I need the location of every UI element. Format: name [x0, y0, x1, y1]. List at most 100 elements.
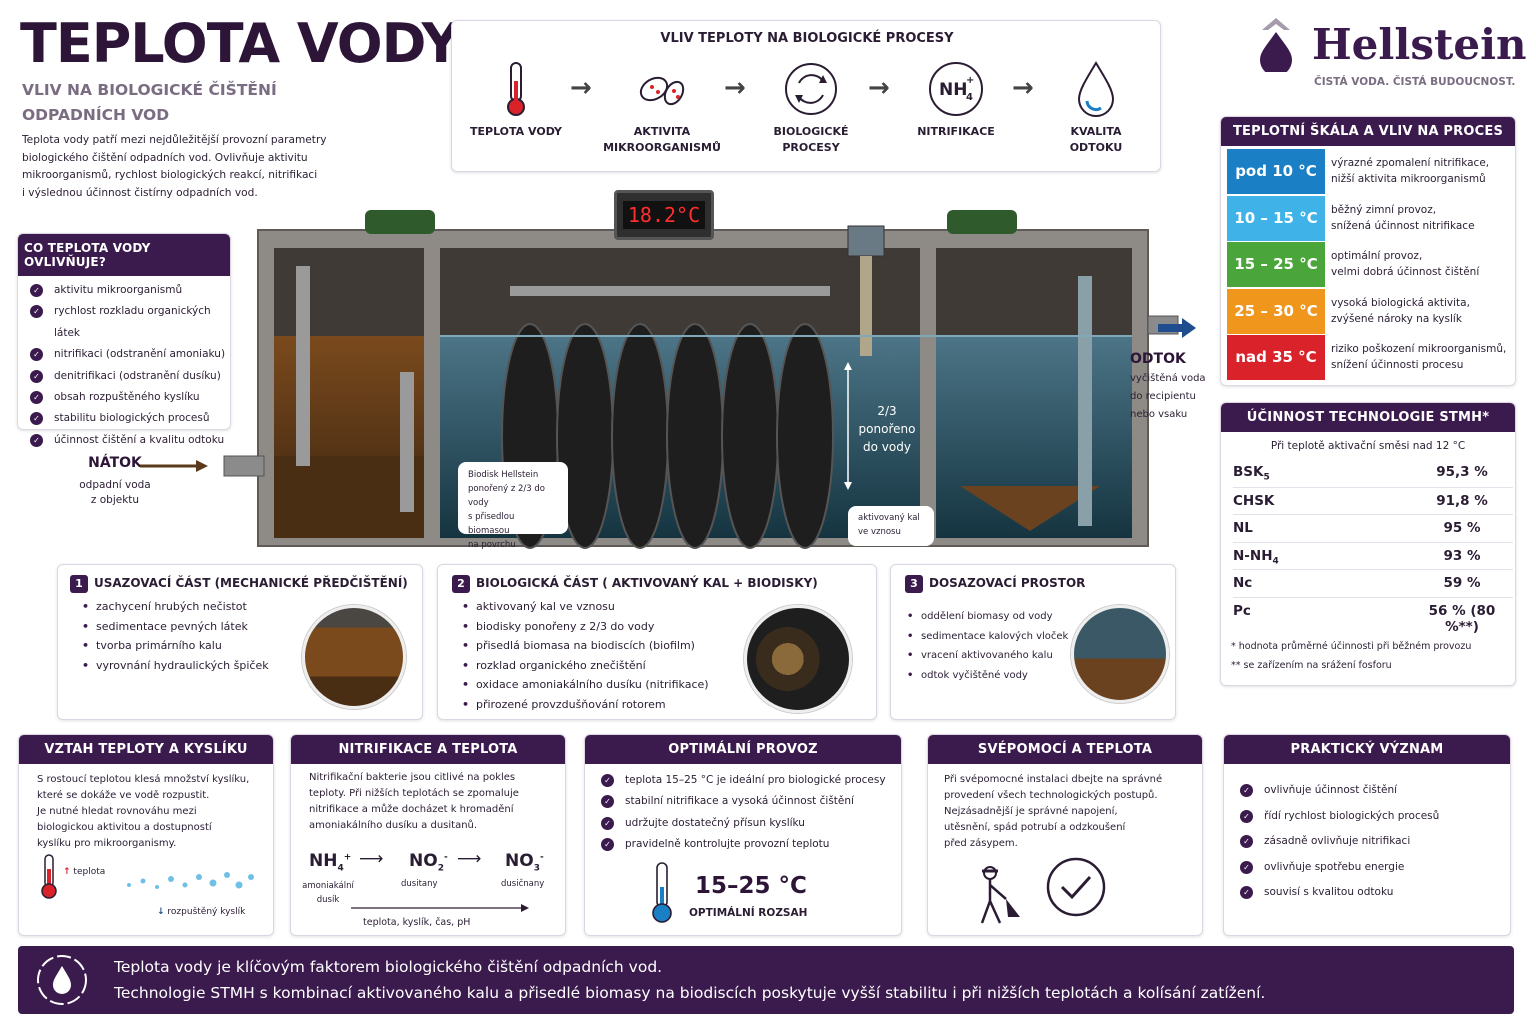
callout-sludge: aktivovaný kal ve vznosu	[848, 506, 934, 546]
inlet-label: NÁTOK odpadní voda z objektu	[60, 455, 170, 506]
settling-thumbnail	[1071, 605, 1169, 703]
svg-text:4: 4	[966, 92, 973, 103]
selfhelp-text: Při svépomocné instalaci dbejte na správ…	[944, 774, 1163, 849]
efficiency-subtitle: Při teplotě aktivační směsi nad 12 °C	[1270, 440, 1466, 452]
list-item: vyrovnání hydraulických špiček	[80, 656, 269, 676]
list-item: ✓ovlivňuje účinnost čištění	[1240, 778, 1510, 804]
page-title: TEPLOTA VODY	[20, 12, 461, 75]
list-item: přirozené provzdušňování rotorem	[460, 695, 709, 715]
arrow-icon: ⟶	[359, 849, 384, 869]
logo-drop-icon	[1260, 18, 1292, 72]
compound-label: dusitany	[401, 879, 438, 889]
scale-label: pod 10 °C	[1227, 149, 1325, 194]
subtitle-line-2: ODPADNÍCH VOD	[22, 106, 170, 124]
list-item: ✓aktivitu mikroorganismů	[30, 280, 230, 301]
list-item: biodisky ponořeny z 2/3 do vody	[460, 617, 709, 637]
list-item: ✓stabilní nitrifikace a vysoká účinnost …	[601, 791, 901, 812]
list-item: ✓zásadně ovlivňuje nitrifikaci	[1240, 829, 1510, 855]
parameter-name: Pc	[1233, 602, 1251, 619]
flow-label: NITRIFIKACE	[917, 125, 995, 138]
parameter-name: Nc	[1233, 575, 1253, 591]
logo-name: Hellstein	[1312, 20, 1527, 69]
water-drop-icon	[1077, 61, 1115, 117]
outlet-arrow-icon	[1158, 318, 1196, 338]
compound-no2: NO2-	[409, 851, 448, 874]
scale-desc: výrazné zpomalení nitrifikace,nižší akti…	[1331, 157, 1490, 185]
selfhelp-card: SVÉPOMOCÍ A TEPLOTA Při svépomocné insta…	[927, 734, 1203, 936]
bacteria-icon	[639, 76, 685, 106]
temperature-up-label: ↑ teplota	[63, 867, 106, 877]
parameter-value: 95,3 %	[1436, 464, 1488, 480]
check-icon: ✓	[30, 391, 43, 405]
optimal-card: OPTIMÁLNÍ PROVOZ ✓teplota 15–25 °C je id…	[584, 734, 902, 936]
footer-line-1: Teplota vody je klíčovým faktorem biolog…	[114, 958, 663, 976]
parameter-name: N-NH4	[1233, 547, 1279, 567]
flow-arrow-icon: →	[570, 73, 592, 103]
intro-text: Teplota vody patří mezi nejdůležitější p…	[22, 132, 327, 202]
practical-list: ✓ovlivňuje účinnost čištění ✓řídí rychlo…	[1224, 764, 1510, 906]
check-icon: ✓	[30, 412, 43, 426]
scale-label: 25 – 30 °C	[1227, 288, 1325, 334]
check-icon: ✓	[1240, 809, 1253, 823]
oxygen-down-label: ↓ rozpuštěný kyslík	[157, 907, 246, 917]
scale-label: nad 35 °C	[1227, 335, 1325, 380]
parameter-name: CHSK	[1233, 492, 1275, 509]
flow-label: KVALITA	[1070, 125, 1122, 138]
list-item: ✓denitrifikaci (odstranění dusíku)	[30, 366, 230, 387]
flow-arrow-icon: →	[868, 73, 890, 103]
influences-list: ✓aktivitu mikroorganismů ✓rychlost rozkl…	[18, 276, 230, 451]
intro-line: Teplota vody patří mezi nejdůležitější p…	[22, 134, 327, 146]
svg-text:NH: NH	[939, 80, 967, 100]
flow-item-microorganisms: AKTIVITA MIKROORGANISMŮ	[602, 59, 722, 156]
svg-text:+: +	[966, 75, 974, 86]
nitrification-factors: teplota, kyslík, čas, pH	[363, 917, 471, 928]
efficiency-panel: ÚČINNOST TECHNOLOGIE STMH* Při teplotě a…	[1220, 402, 1516, 686]
list-item: zachycení hrubých nečistot	[80, 597, 269, 617]
check-icon: ✓	[30, 369, 43, 383]
oxygen-title: VZTAH TEPLOTY A KYSLÍKU	[19, 735, 273, 764]
biodisk-thumbnail	[744, 605, 852, 713]
list-item: rozklad organického znečištění	[460, 656, 709, 676]
brand-logo: Hellstein ČISTÁ VODA. ČISTÁ BUDOUCNOST.	[1256, 16, 1527, 96]
check-icon: ✓	[1240, 886, 1253, 900]
outlet-label: ODTOK vyčištěná voda do recipientu nebo …	[1130, 350, 1210, 424]
section-list: aktivovaný kal ve vznosu biodisky ponoře…	[460, 597, 709, 714]
flow-label: BIOLOGICKÉ	[773, 125, 849, 138]
list-item: odtok vyčištěné vody	[905, 666, 1068, 686]
logo-tagline: ČISTÁ VODA. ČISTÁ BUDOUCNOST.	[1314, 76, 1516, 88]
bubbles-icon	[127, 872, 254, 889]
flow-label: MIKROORGANISMŮ	[603, 141, 721, 154]
worker-icon	[980, 866, 1020, 924]
check-icon: ✓	[601, 774, 614, 787]
flow-item-bioprocesses: BIOLOGICKÉ PROCESY	[751, 59, 871, 156]
oxygen-card: VZTAH TEPLOTY A KYSLÍKU S rostoucí teplo…	[18, 734, 274, 936]
list-item: přisedlá biomasa na biodiscích (biofilm)	[460, 636, 709, 656]
efficiency-note: * hodnota průměrné účinnosti při běžném …	[1231, 641, 1472, 652]
flow-arrow-icon: →	[724, 73, 746, 103]
inlet-desc: z objektu	[90, 494, 140, 506]
selfhelp-title: SVÉPOMOCÍ A TEPLOTA	[928, 735, 1202, 764]
compound-label: dusičnany	[501, 879, 545, 889]
list-item: vracení aktivovaného kalu	[905, 646, 1068, 666]
oxygen-text: S rostoucí teplotou klesá množství kyslí…	[37, 774, 250, 849]
optimal-range-value: 15–25 °C	[695, 873, 807, 899]
parameter-name: NL	[1233, 520, 1253, 536]
flow-item-temperature: TEPLOTA VODY	[456, 59, 576, 140]
practical-title: PRAKTICKÝ VÝZNAM	[1224, 735, 1510, 764]
list-item: ✓souvisí s kvalitou odtoku	[1240, 880, 1510, 906]
optimal-list: ✓teplota 15–25 °C je ideální pro biologi…	[585, 764, 901, 856]
sedimentation-thumbnail	[302, 605, 406, 709]
